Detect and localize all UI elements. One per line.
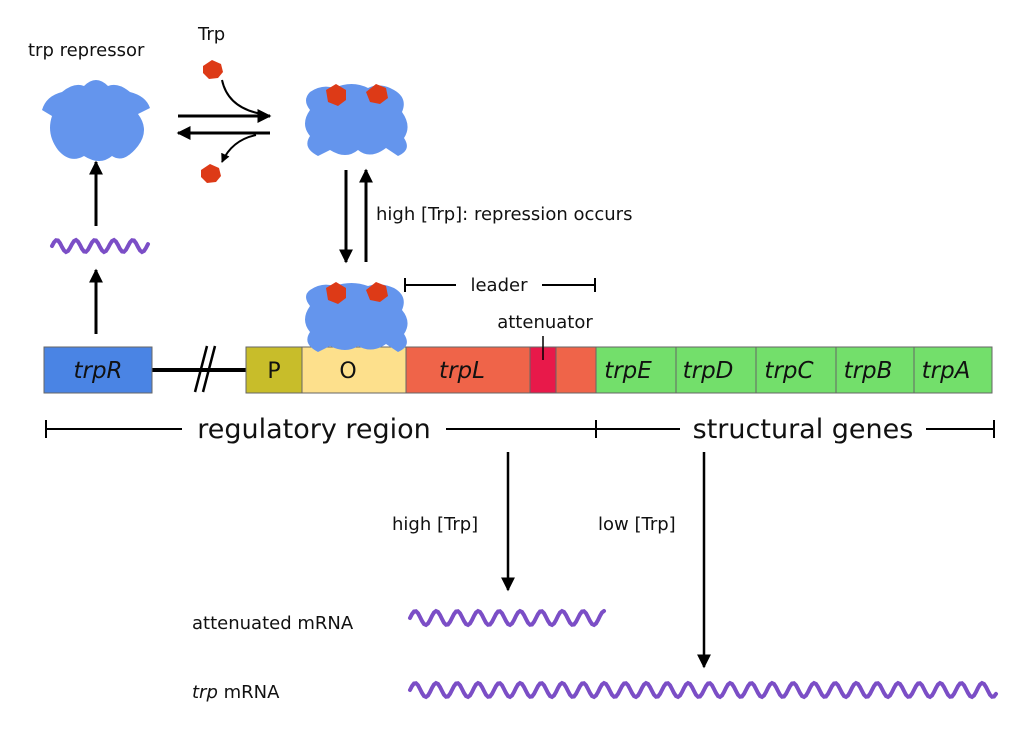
trp-repressor-label: trp repressor: [28, 40, 145, 61]
attenuated-mrna: [408, 608, 606, 628]
leader-label: leader: [470, 275, 528, 296]
regulatory-region-label: regulatory region: [197, 414, 431, 445]
dna-break-mark: [193, 345, 217, 393]
trpE-gene-label: trpE: [604, 358, 652, 384]
trpD-gene-box: [675, 346, 757, 394]
trpD-gene-label: trpD: [683, 358, 734, 384]
attenuated-mrna-label: attenuated mRNA: [192, 613, 354, 634]
trpA-gene-label: trpA: [922, 358, 971, 384]
high-trp-label: high [Trp]: [392, 514, 478, 535]
operator-label: O: [339, 359, 356, 384]
bound-repressor-icon: [305, 282, 408, 352]
tryptophan-icon: [201, 164, 221, 183]
trpL-gene-box: [405, 346, 531, 394]
free-repressor-icon: [42, 80, 150, 161]
promoter-box: [245, 346, 303, 394]
trpA-gene-box: [913, 346, 993, 394]
trp-release-curve: [221, 134, 257, 163]
trpR-gene-label: trpR: [73, 358, 122, 384]
trpB-gene-box: [835, 346, 915, 394]
trpR-gene-box: [43, 346, 153, 394]
leader-bracket: [404, 278, 596, 292]
trpL-gene-label: trpL: [439, 358, 485, 384]
promoter-label: P: [267, 359, 280, 384]
active-repressor-icon: [305, 84, 408, 156]
trpB-gene-label: trpB: [844, 358, 893, 384]
trp-mrna-label: trp mRNA: [192, 682, 280, 703]
high-trp-repression-label: high [Trp]: repression occurs: [376, 204, 632, 225]
trp-mrna-label-italic: trp: [192, 682, 218, 703]
tryptophan-icon: [203, 60, 223, 79]
trpC-gene-label: trpC: [764, 358, 813, 384]
structural-genes-label: structural genes: [693, 414, 914, 445]
trp-mrna-label-rest: mRNA: [218, 682, 280, 703]
trpR-mrna: [50, 237, 150, 255]
attenuator-label: attenuator: [497, 312, 593, 333]
region-brackets: [45, 420, 995, 438]
trp-molecule-label: Trp: [197, 24, 225, 45]
trp-mrna: [408, 680, 998, 700]
leader-end-box: [555, 346, 597, 394]
low-trp-label: low [Trp]: [598, 514, 676, 535]
trp-binding-curve: [221, 79, 263, 115]
trpC-gene-box: [755, 346, 837, 394]
